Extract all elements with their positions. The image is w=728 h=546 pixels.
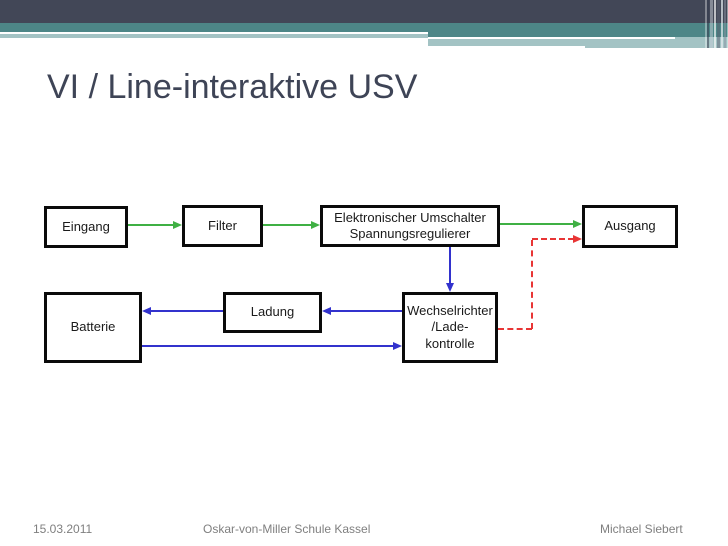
box-ausgang: Ausgang	[582, 205, 678, 248]
box-filter-label: Filter	[208, 217, 237, 233]
arrow-wechselrichter-to-ladung-head	[322, 307, 331, 315]
arrow-filter-to-umschalter	[263, 224, 312, 226]
header-ribbon-right	[428, 39, 585, 46]
arrow-ladung-to-batterie-head	[142, 307, 151, 315]
header-bar-teal-right	[428, 32, 728, 37]
box-batterie: Batterie	[44, 292, 142, 363]
arrow-eingang-to-filter-head	[173, 221, 182, 229]
footer-date: 15.03.2011	[33, 522, 93, 536]
arrow-umschalter-to-ausgang	[500, 223, 574, 225]
arrow-umschalter-to-wechselrichter-head	[446, 283, 454, 292]
box-elektronischer-umschalter: Elektronischer Umschalter Spannungsregul…	[320, 205, 500, 247]
arrow-ladung-to-batterie	[151, 310, 223, 312]
box-elektronischer-umschalter-label: Elektronischer Umschalter Spannungsregul…	[334, 209, 486, 241]
box-filter: Filter	[182, 205, 263, 247]
header-corner-stripes	[703, 0, 728, 48]
header-ribbon-right-join	[675, 37, 728, 41]
arrow-batterie-to-wechselrichter	[142, 345, 394, 347]
footer-author: Michael Siebert	[600, 522, 683, 536]
box-wechselrichter-label: Wechselrichter /Lade- kontrolle	[407, 303, 493, 351]
bypass-riser	[531, 240, 533, 329]
arrow-wechselrichter-to-ladung	[331, 310, 402, 312]
arrow-umschalter-to-wechselrichter	[449, 247, 451, 284]
header-bar-teal	[0, 23, 728, 32]
box-eingang: Eingang	[44, 206, 128, 248]
arrow-batterie-to-wechselrichter-head	[393, 342, 402, 350]
bypass-to-ausgang-head	[573, 235, 582, 243]
box-wechselrichter: Wechselrichter /Lade- kontrolle	[402, 292, 498, 363]
footer-school: Oskar-von-Miller Schule Kassel	[203, 522, 371, 536]
box-batterie-label: Batterie	[70, 319, 116, 335]
header-ribbon-right-step	[585, 39, 728, 48]
box-eingang-label: Eingang	[62, 218, 110, 234]
arrow-filter-to-umschalter-head	[311, 221, 320, 229]
box-ladung: Ladung	[223, 292, 322, 333]
arrow-umschalter-to-ausgang-head	[573, 220, 582, 228]
slide-title: VI / Line-interaktive USV	[47, 68, 418, 106]
bypass-to-ausgang	[532, 238, 574, 240]
box-ladung-label: Ladung	[250, 304, 295, 320]
header-ribbon-left	[0, 34, 428, 38]
box-ausgang-label: Ausgang	[604, 218, 656, 234]
arrow-eingang-to-filter	[128, 224, 174, 226]
bypass-wechselrichter-out	[498, 328, 532, 330]
header-bar-dark	[0, 0, 728, 23]
